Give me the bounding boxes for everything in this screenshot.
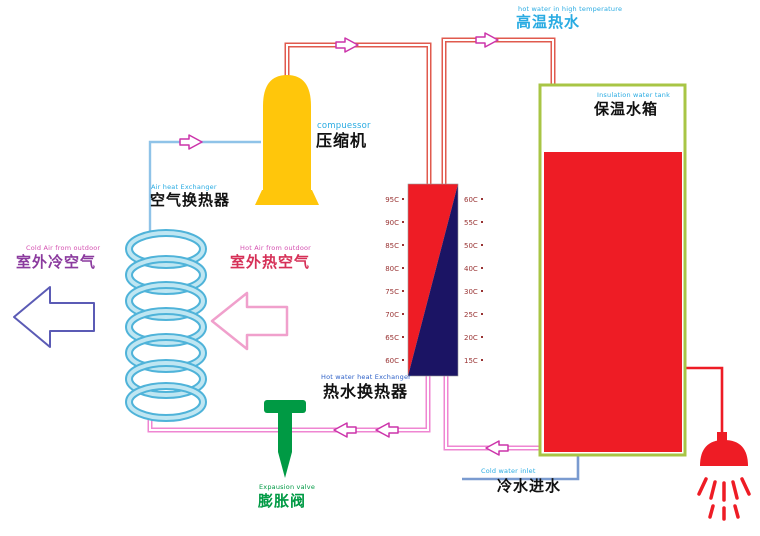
compressor-label-zh: 压缩机 (316, 131, 368, 150)
water-heat-exchanger-label-en: Hot water heat Exchanger (321, 373, 412, 381)
hx-temp-right: 30C (464, 288, 490, 296)
air-heat-exchanger-label-zh: 空气换热器 (150, 191, 231, 209)
expansion-valve-shape (264, 400, 306, 478)
flow-arrow-left-icon (485, 440, 509, 456)
pipe-tank-to-shower (685, 366, 724, 440)
cold-water-inlet-label-en: Cold water inlet (481, 467, 536, 475)
hot-air-label-en: Hot Air from outdoor (240, 244, 312, 252)
hx-temp-right: 20C (464, 334, 490, 342)
hot-water-label-zh: 高温热水 (516, 13, 581, 31)
air-heat-exchanger-coil (125, 229, 207, 422)
compressor-label-en: compuessor (317, 121, 371, 131)
expansion-valve-label-zh: 膨胀阀 (258, 492, 307, 510)
insulation-water-tank (538, 83, 687, 457)
hx-temp-left: 65C (378, 334, 404, 342)
pipe-tank-to-exchanger-return (443, 376, 540, 451)
cold-air-out-arrow (13, 286, 95, 348)
hot-water-label-en: hot water in high temperature (518, 5, 623, 13)
hx-temp-right: 15C (464, 357, 490, 365)
cold-air-label-zh: 室外冷空气 (16, 253, 97, 271)
flow-arrows (179, 32, 509, 456)
flow-arrow-right-icon (179, 134, 203, 150)
hx-temp-right: 60C (464, 196, 490, 204)
tank-label-en: Insulation water tank (597, 91, 671, 99)
hot-water-heat-exchanger-shape (407, 183, 459, 377)
pipe-exchanger-to-tank (441, 37, 556, 184)
hx-temp-left: 80C (378, 265, 404, 273)
hx-temp-right: 50C (464, 242, 490, 250)
expansion-valve-label-en: Expausion valve (259, 483, 316, 491)
cold-water-inlet-label-zh: 冷水进水 (497, 477, 562, 495)
tank-label-zh: 保温水箱 (594, 100, 659, 118)
hx-temp-right: 55C (464, 219, 490, 227)
hx-temp-left: 70C (378, 311, 404, 319)
hx-temp-right: 25C (464, 311, 490, 319)
pipe-cold-water-inlet (462, 452, 580, 481)
hx-temp-left: 90C (378, 219, 404, 227)
tank-hot-water-fill (544, 152, 682, 452)
hot-air-in-arrow (210, 291, 289, 351)
air-heat-exchanger-label-en: Air heat Exchanger (151, 183, 217, 191)
flow-arrow-left-icon (333, 422, 357, 438)
hx-temp-left: 60C (378, 357, 404, 365)
hx-temp-left: 75C (378, 288, 404, 296)
shower-spray (697, 477, 751, 521)
flow-arrow-right-icon (335, 37, 359, 53)
cold-air-label-en: Cold Air from outdoor (26, 244, 101, 252)
hx-temp-right: 40C (464, 265, 490, 273)
pipe-coil-to-compressor (148, 140, 261, 233)
flow-arrow-right-icon (475, 32, 499, 48)
compressor-shape (255, 75, 319, 205)
shower-head (697, 432, 751, 521)
water-heat-exchanger-label-zh: 热水换热器 (323, 382, 409, 401)
hx-temp-left: 95C (378, 196, 404, 204)
hx-temp-left: 85C (378, 242, 404, 250)
hot-air-label-zh: 室外热空气 (230, 253, 311, 271)
flow-arrow-left-icon (375, 422, 399, 438)
